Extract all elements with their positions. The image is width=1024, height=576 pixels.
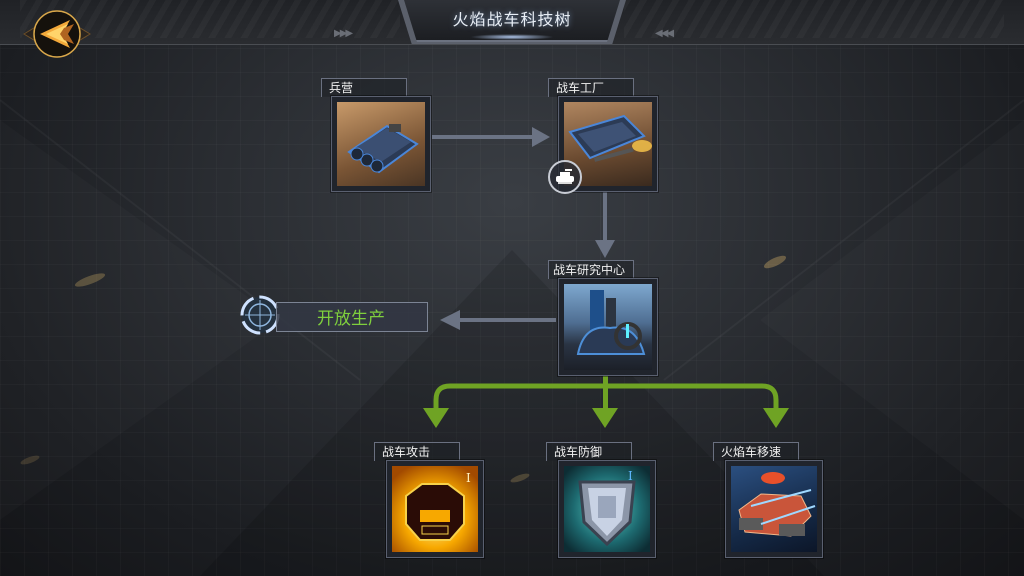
node-barracks[interactable]: 兵营 xyxy=(321,78,431,192)
node-label-frame xyxy=(548,78,634,97)
research-center-building-image xyxy=(564,284,652,370)
node-tank-attack[interactable]: 战车攻击 I xyxy=(374,442,484,560)
svg-text:I: I xyxy=(466,471,471,485)
node-frame xyxy=(331,96,431,192)
node-label-frame xyxy=(321,78,407,97)
flaming-fist-icon: I xyxy=(392,466,478,552)
node-frame xyxy=(725,460,823,558)
top-bar-stripes-right xyxy=(624,0,1004,38)
barracks-building-image xyxy=(337,102,425,186)
node-label-tank-defense: 战车防御 xyxy=(554,445,603,459)
node-label-tank-factory: 战车工厂 xyxy=(556,81,605,95)
title-glow xyxy=(470,34,554,40)
back-button[interactable] xyxy=(18,6,96,62)
chevrons-left-icon: ◀◀◀ xyxy=(655,28,674,39)
shield-icon: I xyxy=(564,466,650,552)
node-label-barracks: 兵营 xyxy=(329,81,354,95)
node-frame xyxy=(558,278,658,376)
tank-badge xyxy=(548,160,582,194)
node-label-frame xyxy=(546,442,632,461)
open-production-button[interactable]: 开放生产 xyxy=(236,294,432,336)
node-label-frame xyxy=(713,442,799,461)
node-tank-factory[interactable]: 战车工厂 xyxy=(548,78,658,194)
node-flame-tank-speed[interactable]: 火焰车移速 xyxy=(713,442,823,560)
svg-text:I: I xyxy=(628,469,633,483)
chevrons-right-icon: ▶▶▶ xyxy=(334,28,353,39)
node-label-tank-research: 战车研究中心 xyxy=(553,263,626,277)
node-tank-research-center[interactable]: 战车研究中心 xyxy=(548,260,658,376)
node-label-tank-attack: 战车攻击 xyxy=(382,445,431,459)
node-label-frame xyxy=(374,442,460,461)
tank-icon xyxy=(556,169,574,184)
node-tank-defense[interactable]: 战车防御 I xyxy=(546,442,656,560)
node-label-frame xyxy=(548,260,634,279)
back-arrow-icon xyxy=(23,10,91,58)
tank-factory-building-image xyxy=(564,102,652,186)
open-production-box xyxy=(276,302,428,332)
node-frame: I xyxy=(386,460,484,558)
flame-tank-speed-icon xyxy=(731,466,817,552)
node-frame: I xyxy=(558,460,656,558)
open-production-label: 开放生产 xyxy=(317,309,385,329)
node-label-flame-tank-speed: 火焰车移速 xyxy=(721,445,782,459)
page-title: 火焰战车科技树 xyxy=(452,10,572,29)
